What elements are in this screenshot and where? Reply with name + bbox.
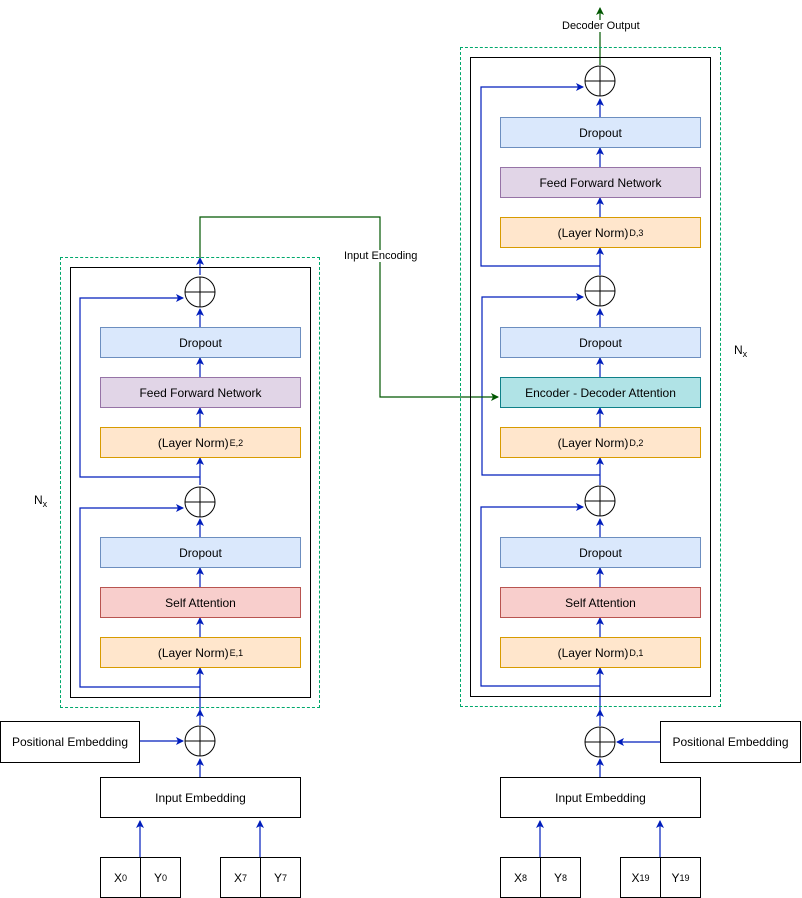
dec-dropout-2-label: Dropout: [579, 335, 622, 350]
enc-ln1-sub: E,1: [229, 647, 244, 658]
encoder-dashed-frame: [60, 257, 320, 708]
dec-res2: [481, 293, 600, 476]
enc-ln2-sub: E,2: [229, 437, 244, 448]
dec-nx-sub: x: [742, 349, 748, 359]
decoder-dashed-frame: [460, 47, 721, 707]
enc-dropout-2: Dropout: [100, 327, 301, 358]
enc-res1: [79, 504, 200, 688]
dec-x19-sub: 19: [639, 872, 650, 883]
dec-y19-sub: 19: [679, 872, 690, 883]
dec-layer-norm-3: (Layer Norm)D,3: [500, 217, 701, 248]
input-encoding-connector: [199, 216, 499, 401]
enc-dropout-2-label: Dropout: [179, 335, 222, 350]
enc-nx-sub: x: [42, 499, 48, 509]
enc-add1-icon: [184, 486, 216, 518]
dec-dropout-3: Dropout: [500, 117, 701, 148]
dec-add3-icon: [584, 65, 616, 97]
dec-ln1-text: (Layer Norm): [557, 645, 629, 660]
enc-x0-sub: 0: [122, 872, 128, 883]
dec-ln2-sub: D,2: [629, 437, 644, 448]
input-encoding-label: Input Encoding: [342, 250, 420, 262]
enc-nx-label: Nx: [34, 493, 47, 509]
dec-input-embedding-label: Input Embedding: [555, 790, 646, 805]
dec-cross-attention: Encoder - Decoder Attention: [500, 377, 701, 408]
dec-ln1-sub: D,1: [629, 647, 644, 658]
dec-input-embedding: Input Embedding: [500, 777, 701, 818]
enc-y7-sub: 7: [282, 872, 288, 883]
dec-y8-sub: 8: [562, 872, 568, 883]
enc-y0-base: Y: [153, 870, 162, 885]
enc-self-attention-label: Self Attention: [165, 595, 236, 610]
dec-dropout-2: Dropout: [500, 327, 701, 358]
dec-y19-base: Y: [671, 870, 680, 885]
enc-ln2-text: (Layer Norm): [157, 435, 229, 450]
enc-y7-base: Y: [273, 870, 282, 885]
dec-posemb-sum-icon: [584, 726, 616, 758]
enc-dropout-1: Dropout: [100, 537, 301, 568]
enc-dropout-1-label: Dropout: [179, 545, 222, 560]
dec-x8-base: X: [513, 870, 522, 885]
dec-self-attention-label: Self Attention: [565, 595, 636, 610]
enc-layer-norm-1: (Layer Norm)E,1: [100, 637, 301, 668]
dec-res3: [480, 83, 600, 267]
dec-cross-attention-label: Encoder - Decoder Attention: [525, 385, 676, 400]
decoder-output-label: Decoder Output: [560, 20, 642, 32]
dec-dropout-3-label: Dropout: [579, 125, 622, 140]
dec-nx-label: Nx: [734, 343, 747, 359]
dec-dropout-1: Dropout: [500, 537, 701, 568]
enc-x7-base: X: [233, 870, 242, 885]
dec-posemb-label: Positional Embedding: [672, 735, 789, 749]
enc-positional-embedding: Positional Embedding: [0, 721, 140, 763]
dec-add2-icon: [584, 275, 616, 307]
enc-input-embedding-label: Input Embedding: [155, 790, 246, 805]
dec-add1-icon: [584, 485, 616, 517]
decoder-block-frame: [470, 57, 711, 697]
dec-ln3-text: (Layer Norm): [557, 225, 629, 240]
dec-ln2-text: (Layer Norm): [557, 435, 629, 450]
enc-input-embedding: Input Embedding: [100, 777, 301, 818]
enc-self-attention: Self Attention: [100, 587, 301, 618]
enc-ln1-text: (Layer Norm): [157, 645, 229, 660]
enc-feed-forward: Feed Forward Network: [100, 377, 301, 408]
enc-posemb-label: Positional Embedding: [11, 735, 129, 749]
enc-x0-base: X: [113, 870, 122, 885]
enc-res2: [79, 294, 200, 478]
enc-ffn-label: Feed Forward Network: [139, 385, 262, 400]
enc-nx-base: N: [34, 493, 43, 507]
dec-x8-sub: 8: [522, 872, 528, 883]
dec-self-attention: Self Attention: [500, 587, 701, 618]
enc-posemb-sum-icon: [184, 725, 216, 757]
enc-layer-norm-2: (Layer Norm)E,2: [100, 427, 301, 458]
dec-ln3-sub: D,3: [629, 227, 644, 238]
enc-x7-sub: 7: [242, 872, 248, 883]
dec-layer-norm-1: (Layer Norm)D,1: [500, 637, 701, 668]
dec-ffn-label: Feed Forward Network: [539, 175, 662, 190]
dec-res1: [480, 503, 600, 687]
dec-y8-base: Y: [553, 870, 562, 885]
enc-y0-sub: 0: [162, 872, 168, 883]
dec-x19-base: X: [631, 870, 640, 885]
encoder-block-frame: [70, 267, 311, 698]
dec-positional-embedding: Positional Embedding: [660, 721, 801, 763]
dec-feed-forward: Feed Forward Network: [500, 167, 701, 198]
dec-nx-base: N: [734, 343, 743, 357]
dec-layer-norm-2: (Layer Norm)D,2: [500, 427, 701, 458]
dec-dropout-1-label: Dropout: [579, 545, 622, 560]
enc-add2-icon: [184, 276, 216, 308]
